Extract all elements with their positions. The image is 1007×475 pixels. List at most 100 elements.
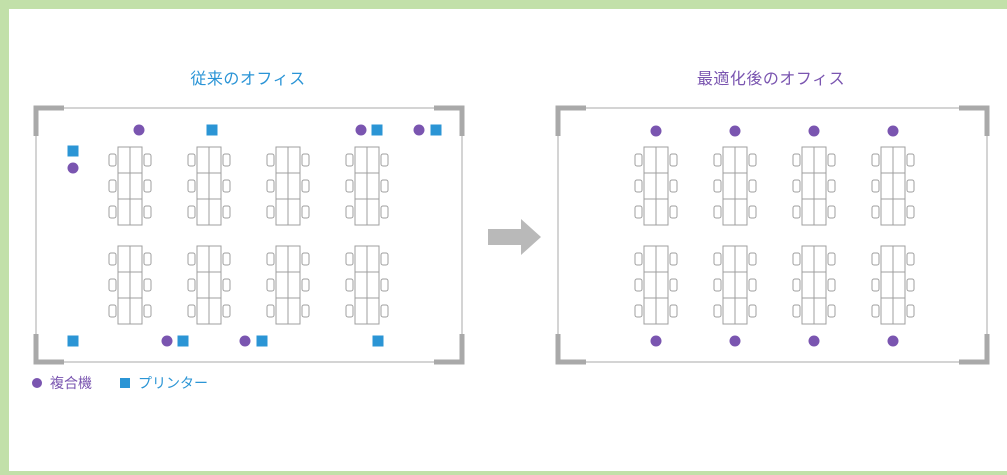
- desk: [354, 146, 368, 174]
- desk: [117, 245, 131, 273]
- chair: [792, 153, 801, 167]
- desk: [813, 271, 827, 299]
- desk: [734, 198, 748, 226]
- chair: [301, 252, 310, 266]
- chair: [345, 278, 354, 292]
- desk: [275, 146, 289, 174]
- chair: [827, 205, 836, 219]
- desk: [734, 297, 748, 325]
- desk: [655, 271, 669, 299]
- chair: [301, 304, 310, 318]
- desk: [275, 297, 289, 325]
- optimized-office-room: [555, 105, 990, 365]
- chair: [108, 179, 117, 193]
- desk: [196, 245, 210, 273]
- desk: [129, 245, 143, 273]
- desk: [655, 146, 669, 174]
- chair: [792, 179, 801, 193]
- desk: [287, 198, 301, 226]
- chair: [871, 252, 880, 266]
- desk: [880, 271, 894, 299]
- mfp-marker: [887, 335, 899, 347]
- printer-marker: [430, 124, 442, 136]
- desk: [722, 198, 736, 226]
- desk: [643, 245, 657, 273]
- chair: [792, 252, 801, 266]
- chair: [713, 278, 722, 292]
- desk: [129, 271, 143, 299]
- chair: [266, 278, 275, 292]
- desk: [892, 198, 906, 226]
- desk: [801, 245, 815, 273]
- chair: [827, 179, 836, 193]
- desk: [813, 172, 827, 200]
- chair: [143, 153, 152, 167]
- chair: [345, 252, 354, 266]
- desk: [734, 146, 748, 174]
- desk: [880, 245, 894, 273]
- desk: [287, 271, 301, 299]
- desk: [813, 146, 827, 174]
- chair: [792, 205, 801, 219]
- desk: [801, 198, 815, 226]
- mfp-marker: [161, 335, 173, 347]
- chair: [222, 278, 231, 292]
- chair: [906, 252, 915, 266]
- chair: [634, 304, 643, 318]
- chair: [713, 205, 722, 219]
- desk: [880, 198, 894, 226]
- desk: [722, 172, 736, 200]
- chair: [187, 304, 196, 318]
- desk: [129, 172, 143, 200]
- chair: [143, 278, 152, 292]
- printer-marker: [371, 124, 383, 136]
- chair: [380, 179, 389, 193]
- chair: [187, 153, 196, 167]
- chair: [906, 304, 915, 318]
- mfp-marker: [650, 125, 662, 137]
- desk: [117, 172, 131, 200]
- mfp-marker: [67, 162, 79, 174]
- chair: [222, 304, 231, 318]
- chair: [108, 153, 117, 167]
- desk: [880, 297, 894, 325]
- traditional-office-room: [33, 105, 465, 365]
- desk: [880, 172, 894, 200]
- chair: [380, 304, 389, 318]
- room-corner: [434, 105, 465, 136]
- desk: [892, 245, 906, 273]
- mfp-marker: [413, 124, 425, 136]
- desk: [196, 297, 210, 325]
- chair: [108, 252, 117, 266]
- chair: [906, 205, 915, 219]
- desk: [643, 172, 657, 200]
- chair: [634, 205, 643, 219]
- chair: [713, 153, 722, 167]
- desk: [722, 297, 736, 325]
- desk-cluster: [713, 146, 757, 226]
- chair: [669, 205, 678, 219]
- chair: [906, 153, 915, 167]
- desk: [801, 146, 815, 174]
- chair: [906, 278, 915, 292]
- desk-cluster: [871, 245, 915, 325]
- chair: [222, 179, 231, 193]
- legend: 複合機 プリンター: [32, 372, 208, 394]
- desk: [801, 297, 815, 325]
- chair: [187, 252, 196, 266]
- chair: [266, 179, 275, 193]
- desk: [129, 146, 143, 174]
- desk: [275, 245, 289, 273]
- desk-cluster: [266, 245, 310, 325]
- chair: [187, 205, 196, 219]
- chair: [301, 278, 310, 292]
- chair: [301, 205, 310, 219]
- desk: [117, 198, 131, 226]
- printer-marker: [256, 335, 268, 347]
- printer-marker: [67, 145, 79, 157]
- desk: [722, 146, 736, 174]
- chair: [827, 304, 836, 318]
- chair: [266, 153, 275, 167]
